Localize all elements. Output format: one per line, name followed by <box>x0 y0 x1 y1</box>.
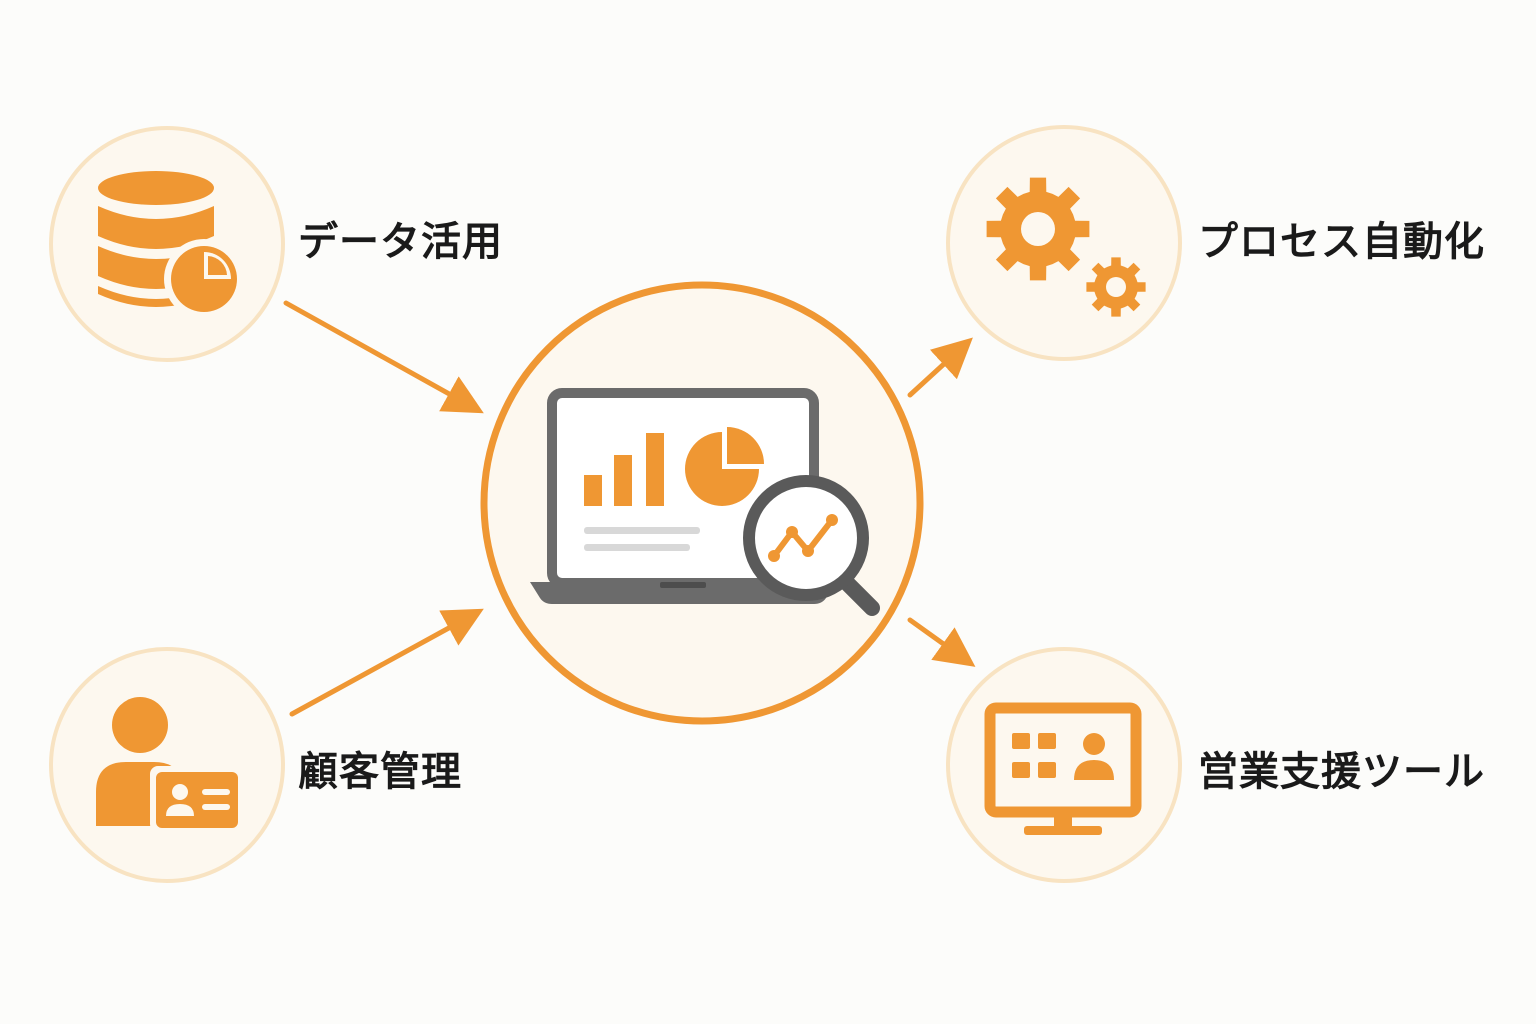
arrow-data-to-center <box>283 300 484 414</box>
pie-chart-icon <box>685 427 764 506</box>
node-process <box>946 125 1182 361</box>
arrow-center-to-process <box>907 337 973 398</box>
monitor-dashboard-icon <box>984 702 1142 835</box>
label-data: データ活用 <box>298 219 503 265</box>
customer-card-icon <box>96 697 244 832</box>
node-customer <box>49 647 285 883</box>
large-gear-icon <box>986 177 1090 281</box>
label-sales: 営業支援ツール <box>1198 749 1485 795</box>
magnifier-icon <box>743 475 880 616</box>
center-node <box>480 281 924 725</box>
gears-icon <box>986 177 1146 317</box>
laptop-analytics-icon <box>530 388 880 616</box>
node-data <box>49 126 285 362</box>
node-sales <box>946 647 1182 883</box>
arrows <box>283 300 976 717</box>
bar-chart-icon <box>584 433 664 506</box>
label-customer: 顧客管理 <box>298 749 462 795</box>
database-chart-icon <box>98 171 244 319</box>
arrow-customer-to-center <box>289 608 484 717</box>
small-gear-icon <box>1086 257 1146 317</box>
arrow-center-to-sales <box>907 617 976 667</box>
label-process: プロセス自動化 <box>1198 219 1485 265</box>
